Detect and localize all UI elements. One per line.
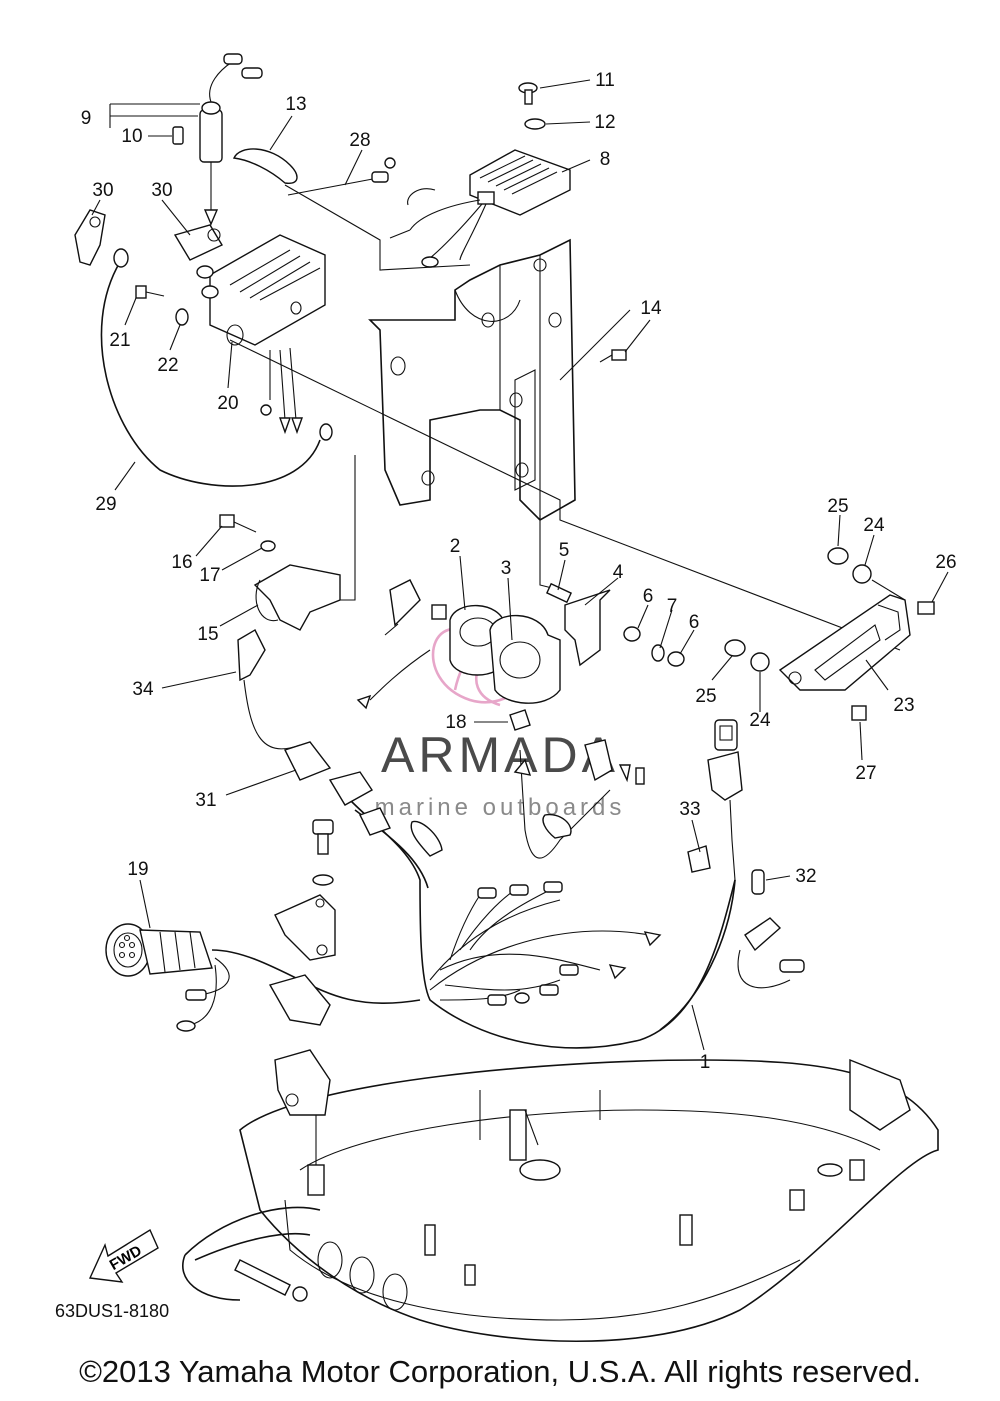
screw-14 (599, 349, 627, 363)
cdi-bolt-washer (135, 285, 189, 326)
label-24b: 24 (749, 710, 771, 731)
label-1: 1 (700, 1052, 711, 1073)
label-6b: 6 (689, 612, 700, 633)
electrical-bracket (368, 238, 576, 521)
label-12: 12 (594, 112, 615, 133)
lead-wire (287, 177, 379, 196)
clamp (232, 148, 298, 184)
label-10: 10 (121, 126, 142, 147)
main-harness-connector (105, 923, 421, 1032)
label-16: 16 (171, 552, 192, 573)
label-13: 13 (285, 94, 306, 115)
label-32: 32 (795, 866, 816, 887)
label-25a: 25 (827, 496, 848, 517)
label-3: 3 (501, 558, 512, 579)
misc-caps (284, 709, 531, 781)
watermark-tagline: marine outboards (375, 794, 626, 821)
label-18: 18 (445, 712, 466, 733)
forward-direction-indicator: FWD (88, 1228, 159, 1283)
label-26: 26 (935, 552, 956, 573)
label-14: 14 (640, 298, 662, 319)
ground-wire (100, 261, 321, 487)
starter-lead (237, 579, 431, 750)
label-22: 22 (157, 355, 178, 376)
starter-relay (431, 582, 685, 704)
bottom-cowling (182, 1049, 939, 1342)
label-33: 33 (679, 799, 700, 820)
label-20: 20 (217, 393, 238, 414)
label-6a: 6 (643, 586, 654, 607)
label-15: 15 (197, 624, 218, 645)
label-11: 11 (595, 70, 615, 91)
kill-switch-lead (687, 719, 765, 895)
wire-harness (328, 739, 805, 1049)
label-21: 21 (109, 330, 130, 351)
cdi-unit (196, 234, 326, 435)
copyright-notice: ©2013 Yamaha Motor Corporation, U.S.A. A… (79, 1354, 921, 1389)
label-5: 5 (559, 540, 570, 561)
label-7: 7 (667, 596, 678, 617)
rectifier-regulator (389, 82, 571, 268)
label-2: 2 (450, 536, 461, 557)
wire-clamp (219, 514, 341, 631)
label-19: 19 (127, 859, 148, 880)
mount-bracket (724, 547, 935, 721)
label-25b: 25 (695, 686, 716, 707)
label-28: 28 (349, 130, 370, 151)
label-34: 34 (132, 679, 154, 700)
spark-plug-caps (74, 209, 223, 266)
ignition-coil (172, 53, 263, 226)
label-9: 9 (81, 108, 92, 129)
label-4: 4 (613, 562, 624, 583)
label-31: 31 (195, 790, 216, 811)
label-29: 29 (95, 494, 116, 515)
label-30b: 30 (151, 180, 172, 201)
leader-lines (91, 79, 949, 1146)
drawing-code: 63DUS1-8180 (55, 1301, 169, 1321)
label-27: 27 (855, 763, 876, 784)
watermark-brand: ARMADA (381, 727, 619, 783)
label-23: 23 (893, 695, 914, 716)
label-24a: 24 (863, 515, 885, 536)
label-8: 8 (600, 149, 611, 170)
lower-bracket (274, 819, 336, 961)
part-labels: 1 2 3 4 5 6 6 7 8 9 10 11 12 13 14 15 16… (81, 70, 957, 1073)
label-17: 17 (199, 565, 220, 586)
watermark-logo: ARMADA marine outboards (375, 627, 626, 821)
label-30a: 30 (92, 180, 113, 201)
